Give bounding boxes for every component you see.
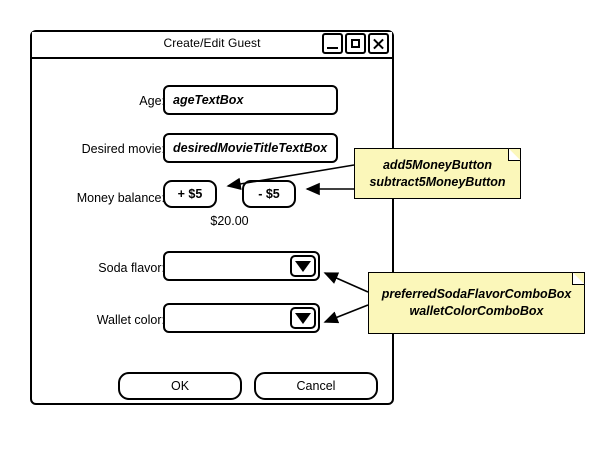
note-line: walletColorComboBox [409, 304, 544, 318]
minimize-icon [327, 47, 338, 49]
minimize-button[interactable] [322, 33, 343, 54]
age-label: Age: [139, 94, 165, 108]
money-balance-label: Money balance: [76, 191, 165, 205]
note-line: preferredSodaFlavorComboBox [381, 287, 572, 302]
close-icon [370, 35, 387, 52]
folded-corner-icon [571, 271, 586, 286]
wallet-color-dropdown-button[interactable] [290, 307, 316, 329]
window-titlebar: Create/Edit Guest [32, 32, 392, 59]
preferred-soda-flavor-combobox[interactable] [163, 251, 320, 281]
window-title: Create/Edit Guest [163, 36, 261, 50]
soda-flavor-label: Soda flavor: [98, 261, 165, 275]
desired-movie-label: Desired movie: [81, 142, 165, 156]
note-line: subtract5MoneyButton [369, 174, 506, 189]
close-button[interactable] [368, 33, 389, 54]
cancel-button[interactable]: Cancel [254, 372, 378, 400]
age-input[interactable]: ageTextBox [163, 85, 338, 115]
maximize-icon [351, 39, 360, 48]
add-5-money-button[interactable]: + $5 [163, 180, 217, 208]
triangle-down-icon [295, 260, 311, 272]
maximize-button[interactable] [345, 33, 366, 54]
triangle-down-icon [295, 312, 311, 324]
wallet-color-label: Wallet color: [96, 313, 165, 327]
combobox-note: preferredSodaFlavorComboBox walletColorC… [368, 271, 586, 334]
window-controls [322, 33, 389, 54]
money-buttons-note: add5MoneyButton subtract5MoneyButton [354, 147, 522, 199]
folded-corner-icon [507, 147, 522, 162]
wallet-color-combobox[interactable] [163, 303, 320, 333]
soda-flavor-dropdown-button[interactable] [290, 255, 316, 277]
ok-button[interactable]: OK [118, 372, 242, 400]
note-line: add5MoneyButton [382, 157, 493, 172]
money-balance-value: $20.00 [210, 214, 249, 228]
desired-movie-input[interactable]: desiredMovieTitleTextBox [163, 133, 338, 163]
subtract-5-money-button[interactable]: - $5 [242, 180, 296, 208]
create-edit-guest-window: Create/Edit Guest Age: ageTextBox Desire… [30, 30, 394, 405]
